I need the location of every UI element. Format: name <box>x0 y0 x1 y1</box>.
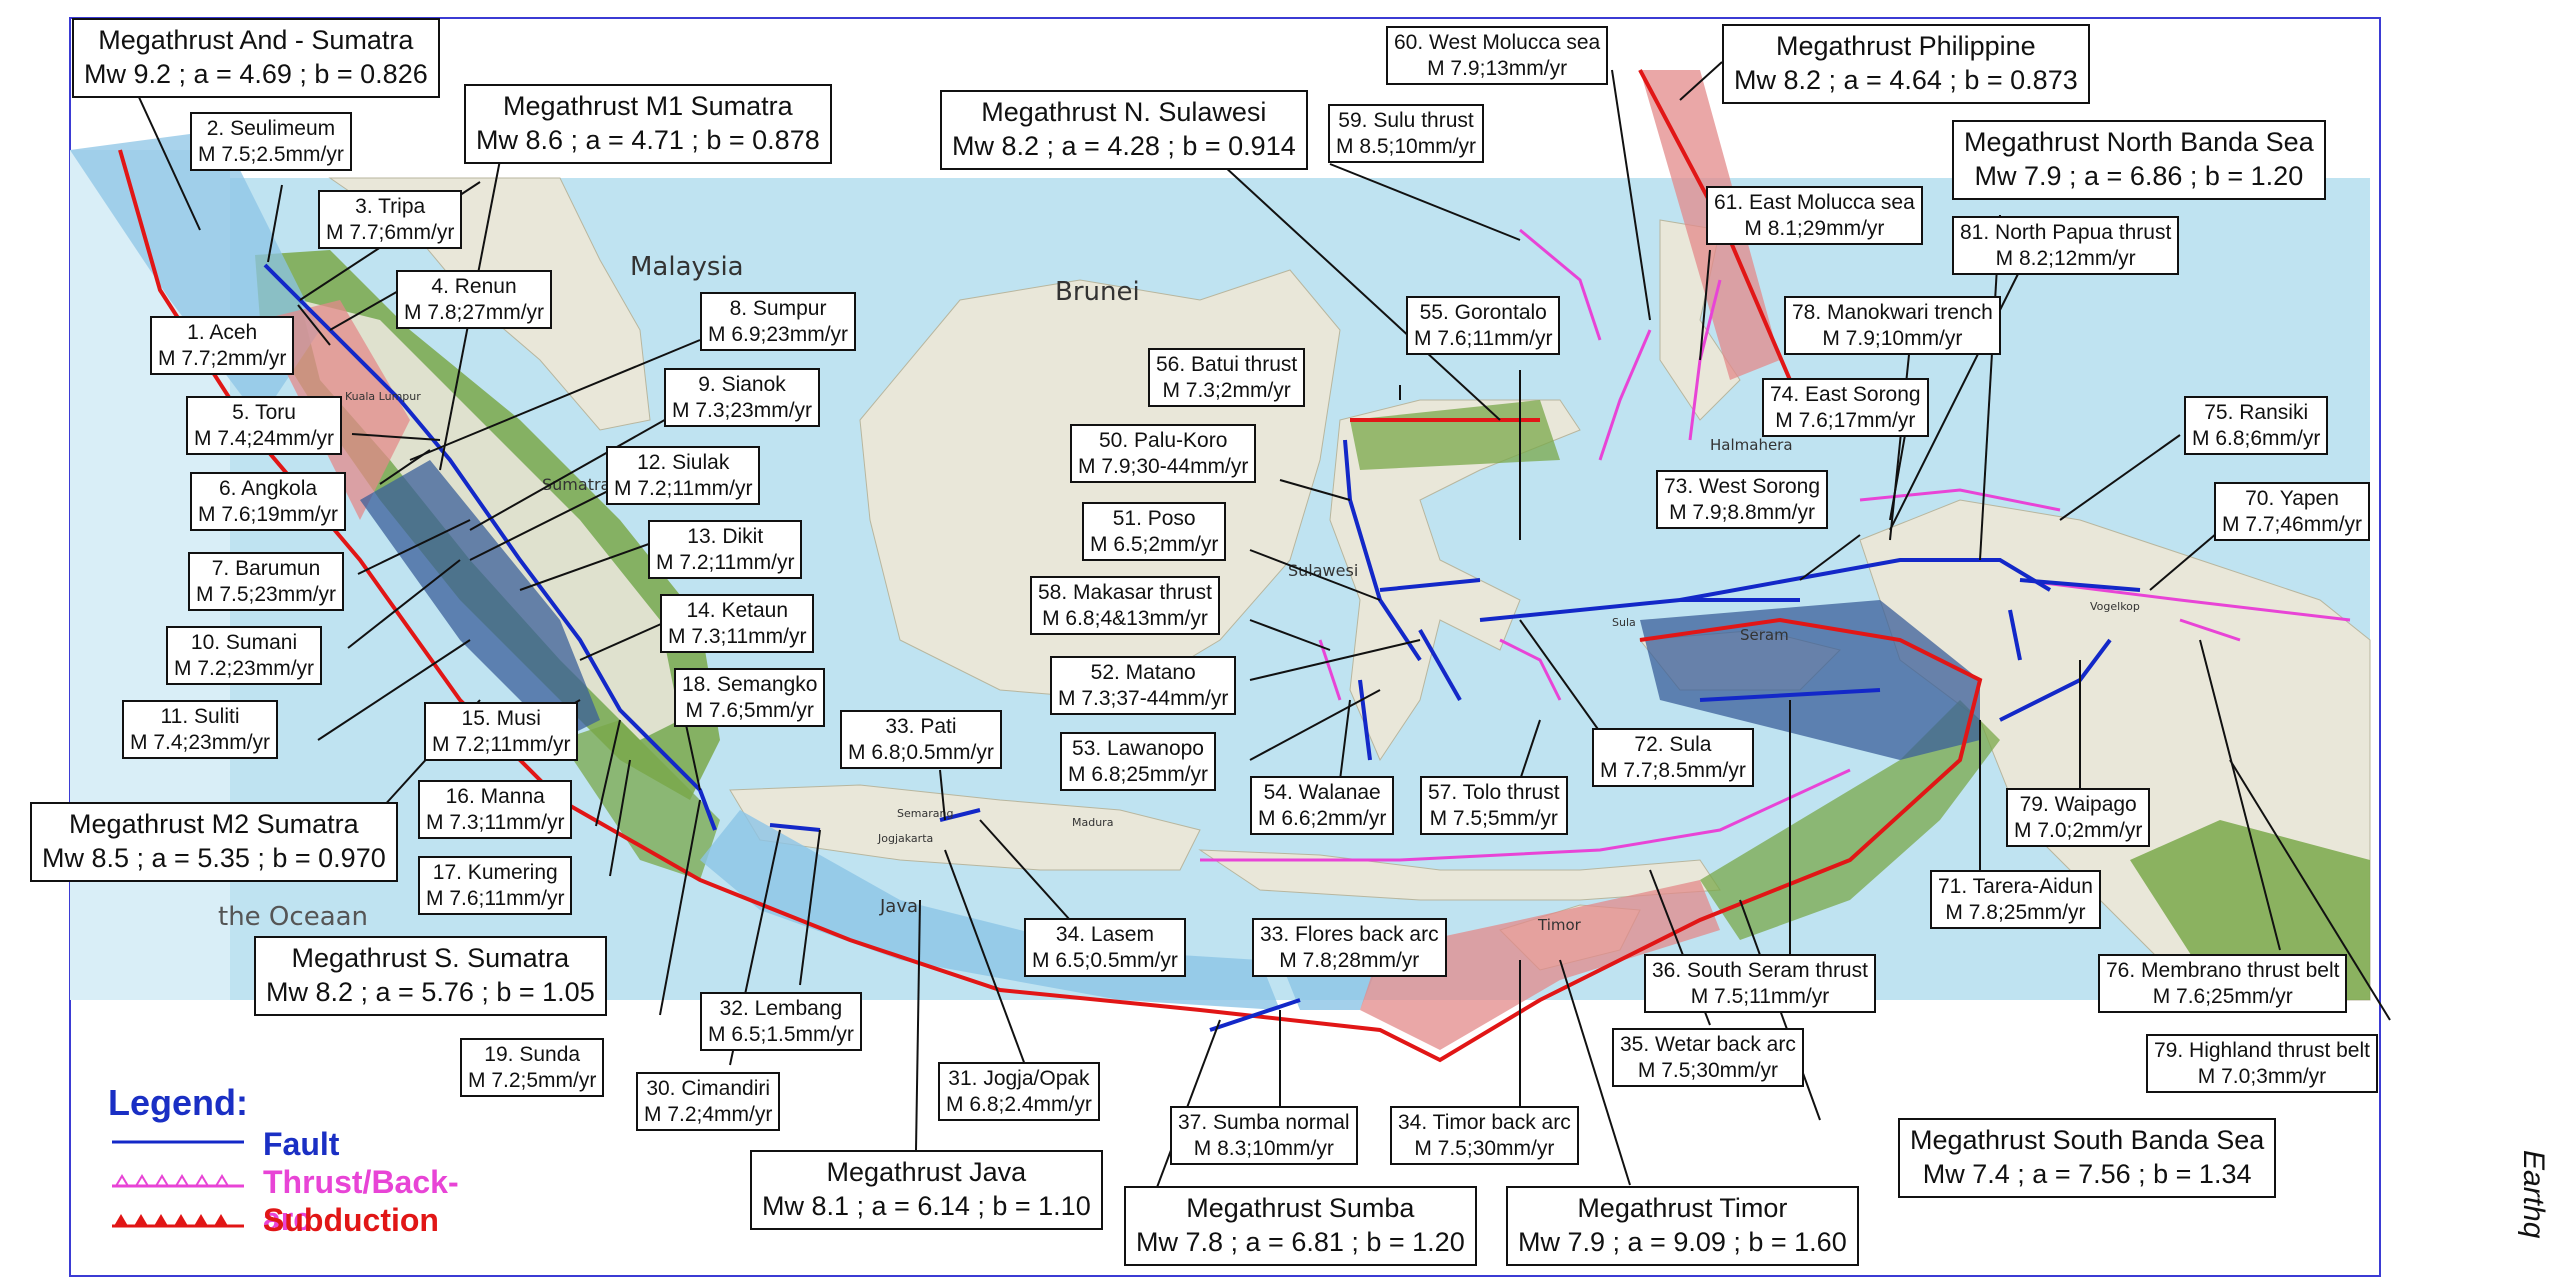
land-sulawesi <box>1329 399 1581 762</box>
legend-label-thrust: Thrust/Back-arc <box>263 1164 459 1237</box>
land-java <box>729 784 1201 871</box>
zone-south-banda <box>1700 700 2000 940</box>
legend-title: Legend: <box>108 1082 248 1123</box>
subduction-line-icon <box>112 1214 244 1228</box>
place-sulawesi: Sulawesi <box>1288 561 1358 580</box>
fault-line-icon <box>112 1140 244 1144</box>
place-timor: Timor <box>1537 916 1582 934</box>
legend-item-subduction: Subduction <box>108 1200 439 1238</box>
legend: Legend: Fault Thrust/Back-arc Subduction <box>108 1082 459 1238</box>
thrust-line-icon <box>112 1174 244 1188</box>
place-halmahera: Halmahera <box>1710 436 1793 454</box>
zone-s-sumatra <box>560 720 720 880</box>
fault-lines <box>263 263 2141 1032</box>
place-ocean: the Oceaan <box>218 902 368 932</box>
zone-timor <box>1360 880 1720 1050</box>
place-seram: Seram <box>1740 626 1789 644</box>
place-vogelkop: Vogelkop <box>2090 600 2140 613</box>
zone-n-sulawesi <box>1350 400 1560 470</box>
place-madura: Madura <box>1072 816 1113 829</box>
place-java: Java <box>879 896 918 917</box>
place-sula: Sula <box>1612 616 1636 629</box>
legend-item-fault: Fault <box>108 1124 339 1162</box>
legend-item-thrust: Thrust/Back-arc <box>108 1162 459 1237</box>
legend-label-fault: Fault <box>263 1126 340 1162</box>
side-caption: Earthq <box>2517 1150 2550 1239</box>
place-kuala-lumpur: Kuala Lumpur <box>345 390 421 403</box>
thrust-lines <box>1200 228 2351 862</box>
place-brunei: Brunei <box>1055 277 1140 307</box>
zone-m2-sumatra <box>360 460 600 740</box>
place-semarang: Semarang <box>897 807 953 820</box>
legend-label-subduction: Subduction <box>263 1202 439 1238</box>
place-jogjakarta: Jogjakarta <box>877 832 933 845</box>
place-malaysia: Malaysia <box>630 252 744 282</box>
